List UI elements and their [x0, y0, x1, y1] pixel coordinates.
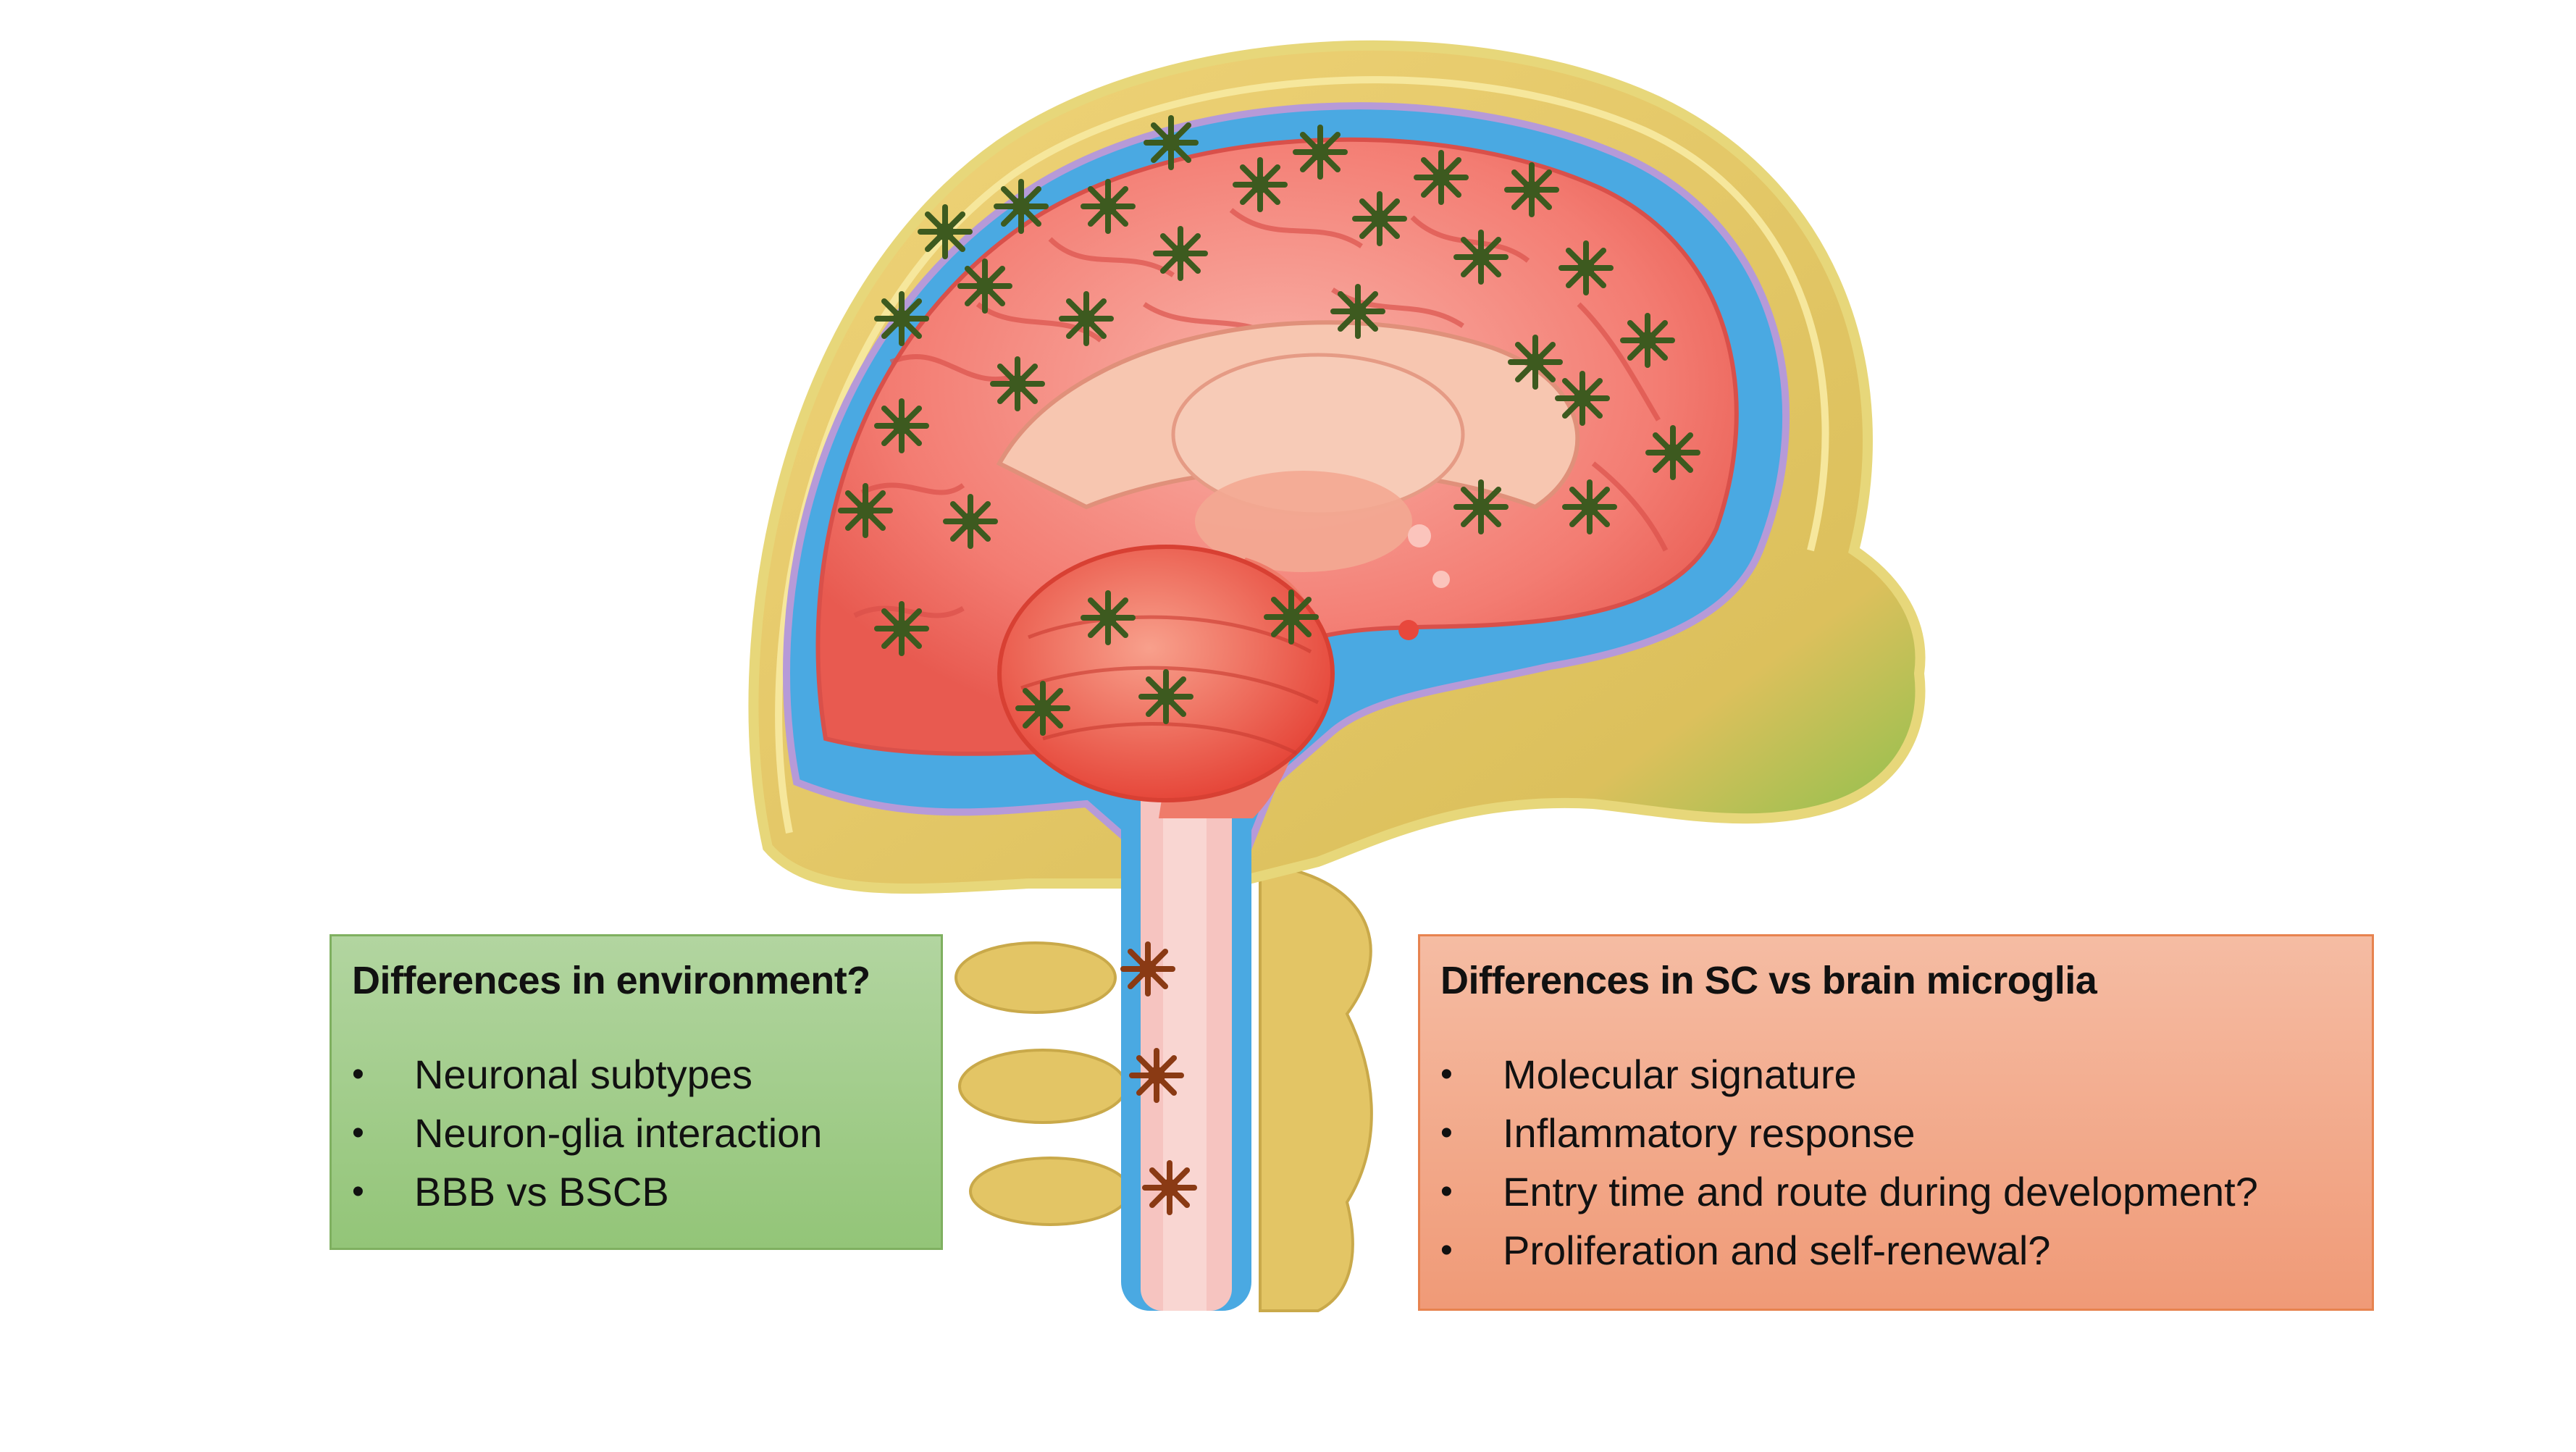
- microglia-star-icon: [1120, 941, 1175, 996]
- microglia-star-icon: [1081, 179, 1136, 234]
- microglia-star-icon: [1562, 479, 1617, 534]
- microglia-star-icon: [1144, 115, 1199, 170]
- spinal-cord: [1121, 760, 1251, 1311]
- list-item: BBB vs BSCB: [352, 1162, 920, 1221]
- environment-list: Neuronal subtypes Neuron-glia interactio…: [352, 1045, 920, 1221]
- gyri: [853, 208, 1669, 618]
- list-item: Inflammatory response: [1440, 1104, 2351, 1162]
- microglia-list: Molecular signature Inflammatory respons…: [1440, 1045, 2351, 1280]
- microglia-star-icon: [874, 398, 929, 453]
- environment-box-title: Differences in environment?: [352, 959, 870, 1002]
- microglia-star-icon: [1453, 230, 1509, 285]
- microglia-star-icon: [1081, 590, 1136, 645]
- microglia-star-icon: [1508, 335, 1563, 390]
- microglia-star-icon: [1293, 125, 1348, 180]
- microglia-star-icon: [1352, 191, 1407, 246]
- microglia-star-icon: [1233, 157, 1288, 212]
- microglia-box-title: Differences in SC vs brain microglia: [1440, 959, 2097, 1002]
- microglia-star-icon: [994, 179, 1049, 234]
- microglia-star-icon: [1555, 371, 1610, 426]
- microglia-star-icon: [943, 494, 998, 549]
- list-item: Proliferation and self-renewal?: [1440, 1221, 2351, 1280]
- microglia-differences-box: Differences in SC vs brain microglia Mol…: [1418, 934, 2374, 1311]
- list-item: Neuronal subtypes: [352, 1045, 920, 1104]
- brain-microglia-markers: [838, 115, 1700, 736]
- microglia-star-icon: [1414, 150, 1469, 205]
- microglia-star-icon: [1015, 681, 1070, 736]
- microglia-star-icon: [1453, 479, 1509, 534]
- microglia-star-icon: [1153, 226, 1208, 281]
- microglia-star-icon: [1645, 425, 1700, 480]
- spinal-cord-microglia-markers: [1120, 941, 1197, 1215]
- microglia-star-icon: [1504, 162, 1559, 217]
- microglia-star-icon: [1330, 284, 1385, 339]
- microglia-star-icon: [1138, 669, 1193, 724]
- microglia-star-icon: [1558, 240, 1614, 295]
- microglia-star-icon: [918, 204, 973, 259]
- microglia-star-icon: [874, 601, 929, 656]
- microglia-star-icon: [1264, 589, 1319, 645]
- list-item: Neuron-glia interaction: [352, 1104, 920, 1162]
- microglia-star-icon: [874, 291, 929, 346]
- microglia-star-icon: [1059, 291, 1114, 346]
- microglia-star-icon: [1620, 313, 1675, 368]
- microglia-star-icon: [1142, 1160, 1197, 1215]
- microglia-star-icon: [1129, 1048, 1184, 1103]
- microglia-star-icon: [957, 259, 1012, 314]
- list-item: Molecular signature: [1440, 1045, 2351, 1104]
- microglia-star-icon: [838, 483, 893, 538]
- list-item: Entry time and route during development?: [1440, 1162, 2351, 1221]
- microglia-star-icon: [990, 356, 1045, 411]
- environment-differences-box: Differences in environment? Neuronal sub…: [330, 934, 943, 1250]
